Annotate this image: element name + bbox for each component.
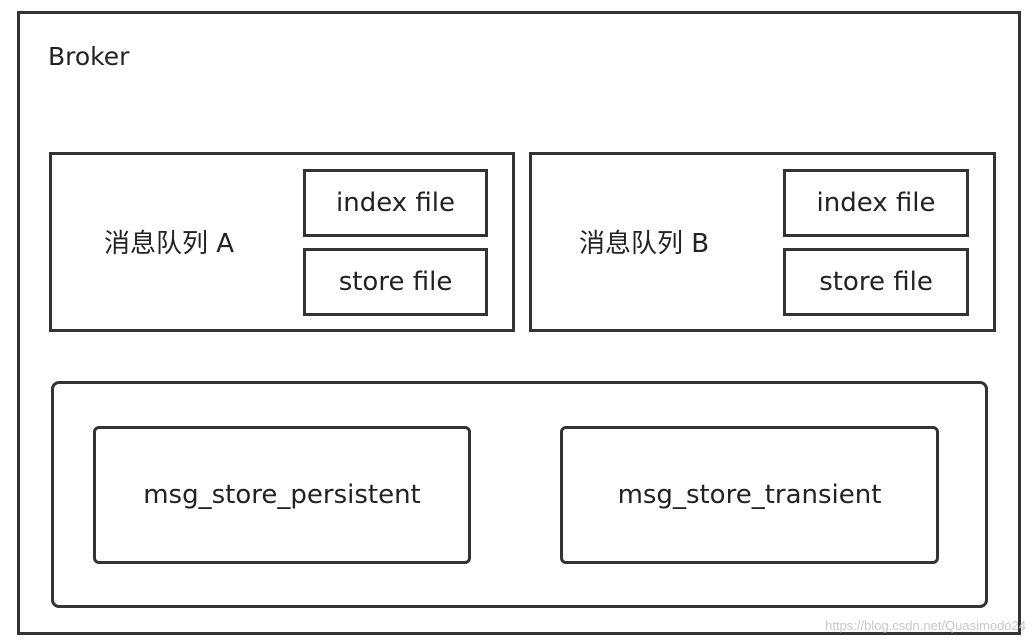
msg-store-transient-box: msg_store_transient — [560, 426, 939, 564]
queue-b-index-file-box: index file — [783, 169, 969, 237]
msg-store-persistent-box: msg_store_persistent — [93, 426, 471, 564]
queue-a-store-file-box: store file — [303, 248, 488, 316]
queue-b-store-file-box: store file — [783, 248, 969, 316]
queue-a-label: 消息队列 A — [104, 229, 235, 259]
queue-b-label: 消息队列 B — [579, 229, 710, 259]
watermark-text: https://blog.csdn.net/Quasimodo24 — [825, 618, 1026, 633]
broker-title: Broker — [48, 42, 130, 71]
queue-a-index-file-box: index file — [303, 169, 488, 237]
